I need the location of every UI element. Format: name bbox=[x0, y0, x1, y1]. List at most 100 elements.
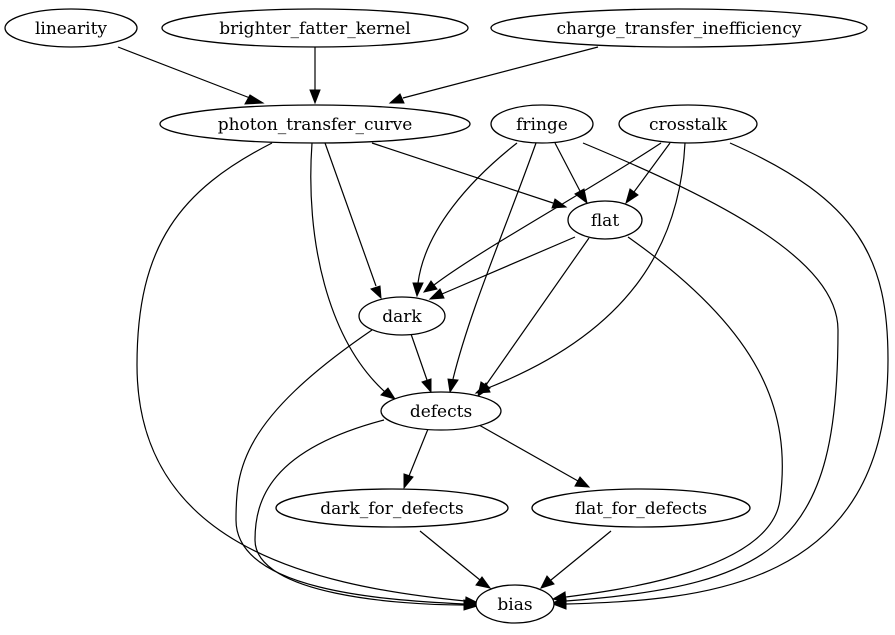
edge-crosstalk-to-dark bbox=[422, 142, 662, 293]
node-label: flat_for_defects bbox=[575, 499, 707, 519]
node-ellipse bbox=[567, 200, 643, 240]
arrowhead-icon bbox=[244, 94, 265, 105]
node-ptc[interactable]: photon_transfer_curve bbox=[159, 104, 471, 144]
edge-line bbox=[324, 142, 377, 287]
edge-line bbox=[410, 333, 428, 381]
node-ellipse bbox=[4, 8, 138, 48]
edge-fringe-to-dark bbox=[412, 142, 518, 298]
edge-line bbox=[117, 46, 251, 99]
node-dark[interactable]: dark bbox=[358, 296, 446, 336]
arrowhead-icon bbox=[477, 381, 491, 398]
edge-crosstalk-to-flat bbox=[625, 142, 671, 205]
edge-flat-to-dark bbox=[428, 236, 576, 300]
edge-dark-to-defects bbox=[410, 333, 432, 394]
arrowhead-icon bbox=[475, 576, 492, 589]
node-crosstalk[interactable]: crosstalk bbox=[618, 104, 758, 144]
node-ellipse bbox=[490, 8, 868, 48]
node-label: dark bbox=[382, 307, 422, 327]
node-cti[interactable]: charge_transfer_inefficiency bbox=[490, 8, 868, 48]
edge-defects-to-dark_for_defects bbox=[403, 428, 429, 490]
edge-line bbox=[478, 424, 579, 482]
edge-line bbox=[441, 236, 576, 295]
node-label: bias bbox=[497, 595, 532, 615]
edge-line bbox=[565, 142, 889, 605]
node-ellipse bbox=[531, 488, 751, 528]
node-ellipse bbox=[490, 104, 594, 144]
node-ellipse bbox=[358, 296, 446, 336]
node-defects[interactable]: defects bbox=[380, 391, 502, 431]
edges-layer bbox=[117, 46, 889, 611]
edge-fringe-to-flat bbox=[554, 142, 588, 205]
node-label: linearity bbox=[35, 19, 107, 39]
node-label: dark_for_defects bbox=[320, 499, 463, 519]
edge-line bbox=[402, 46, 599, 99]
edge-line bbox=[408, 428, 429, 477]
edge-fringe-to-defects bbox=[447, 142, 537, 394]
node-label: photon_transfer_curve bbox=[218, 115, 413, 135]
node-ellipse bbox=[380, 391, 502, 431]
nodes-layer: linearity brighter_fatter_kernel charge_tr… bbox=[4, 8, 868, 624]
node-label: flat bbox=[591, 211, 619, 231]
arrowhead-icon bbox=[463, 600, 479, 611]
arrowhead-icon bbox=[447, 378, 459, 394]
node-dark-for-defects[interactable]: dark_for_defects bbox=[275, 488, 509, 528]
edge-dark_for_defects-to-bias bbox=[419, 530, 492, 589]
arrowhead-icon bbox=[380, 387, 397, 400]
edge-line bbox=[235, 329, 465, 605]
edge-dark-to-bias bbox=[235, 329, 479, 610]
arrowhead-icon bbox=[574, 476, 591, 488]
node-label: defects bbox=[410, 402, 472, 422]
edge-line bbox=[487, 142, 686, 389]
node-linearity[interactable]: linearity bbox=[4, 8, 138, 48]
node-ellipse bbox=[275, 488, 509, 528]
arrowhead-icon bbox=[403, 473, 414, 490]
edge-bfk-to-ptc bbox=[309, 47, 321, 105]
edge-line bbox=[371, 142, 554, 204]
arrowhead-icon bbox=[309, 89, 321, 105]
edge-ptc-to-dark bbox=[324, 142, 382, 300]
edge-line bbox=[633, 142, 671, 193]
node-ellipse bbox=[161, 8, 469, 48]
edge-flat-to-defects bbox=[477, 237, 590, 398]
arrowhead-icon bbox=[428, 288, 445, 300]
node-label: charge_transfer_inefficiency bbox=[557, 19, 802, 39]
node-bias[interactable]: bias bbox=[475, 584, 555, 624]
node-label: brighter_fatter_kernel bbox=[219, 19, 411, 39]
edge-line bbox=[565, 236, 783, 598]
arrowhead-icon bbox=[388, 93, 405, 104]
arrowhead-icon bbox=[540, 575, 555, 589]
edge-line bbox=[565, 142, 839, 602]
edge-line bbox=[485, 237, 590, 386]
node-label: crosstalk bbox=[649, 115, 728, 135]
edge-line bbox=[254, 419, 465, 606]
edge-flat-to-bias bbox=[551, 236, 783, 603]
edge-line bbox=[136, 142, 466, 602]
arrowhead-icon bbox=[551, 198, 568, 209]
edge-line bbox=[310, 142, 386, 393]
edge-flat_for_defects-to-bias bbox=[540, 530, 612, 589]
edge-line bbox=[452, 142, 537, 380]
edge-line bbox=[419, 530, 481, 581]
node-flat-for-defects[interactable]: flat_for_defects bbox=[531, 488, 751, 528]
edge-cti-to-ptc bbox=[388, 46, 599, 104]
arrowhead-icon bbox=[574, 188, 588, 205]
edge-line bbox=[554, 142, 581, 192]
edge-defects-to-flat_for_defects bbox=[478, 424, 591, 488]
edge-ptc-to-defects bbox=[310, 142, 397, 400]
arrowhead-icon bbox=[370, 285, 382, 300]
node-ellipse bbox=[475, 584, 555, 624]
arrowhead-icon bbox=[422, 280, 438, 293]
arrowhead-icon bbox=[625, 188, 639, 205]
arrowhead-icon bbox=[551, 591, 567, 603]
edge-line bbox=[417, 142, 518, 284]
arrowhead-icon bbox=[421, 378, 432, 394]
node-bfk[interactable]: brighter_fatter_kernel bbox=[161, 8, 469, 48]
node-ellipse bbox=[618, 104, 758, 144]
edge-ptc-to-flat bbox=[371, 142, 568, 209]
node-label: fringe bbox=[516, 115, 568, 135]
node-flat[interactable]: flat bbox=[567, 200, 643, 240]
node-ellipse bbox=[159, 104, 471, 144]
node-fringe[interactable]: fringe bbox=[490, 104, 594, 144]
edge-defects-to-bias bbox=[254, 419, 479, 611]
